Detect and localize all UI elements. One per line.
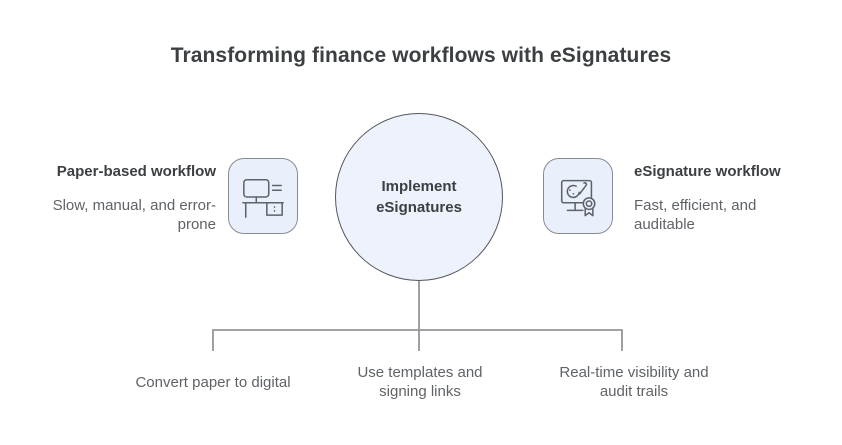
esignature-workflow-panel: eSignature workflow Fast, efficient, and… xyxy=(634,163,794,234)
branch-label-templates-links: Use templates and signing links xyxy=(357,364,483,400)
esignature-workflow-heading: eSignature workflow xyxy=(634,163,781,180)
branch-label-convert-paper: Convert paper to digital xyxy=(135,373,291,391)
center-node-label: Implement eSignatures xyxy=(376,178,462,216)
desk-workstation-icon xyxy=(240,173,286,219)
certificate-icon-box xyxy=(543,158,613,234)
paper-workflow-panel: Paper-based workflow Slow, manual, and e… xyxy=(30,163,216,234)
esignature-workflow-description: Fast, efficient, and auditable xyxy=(634,197,757,233)
certified-esignature-monitor-icon xyxy=(555,173,601,219)
paper-workflow-heading: Paper-based workflow xyxy=(56,163,216,180)
paper-workflow-description: Slow, manual, and error-prone xyxy=(52,197,216,233)
diagram-title: Transforming finance workflows with eSig… xyxy=(170,44,672,67)
implement-esignatures-node: Implement eSignatures xyxy=(335,113,503,281)
desk-icon-box xyxy=(228,158,298,234)
branch-label-visibility-audit: Real-time visibility and audit trails xyxy=(559,364,709,400)
